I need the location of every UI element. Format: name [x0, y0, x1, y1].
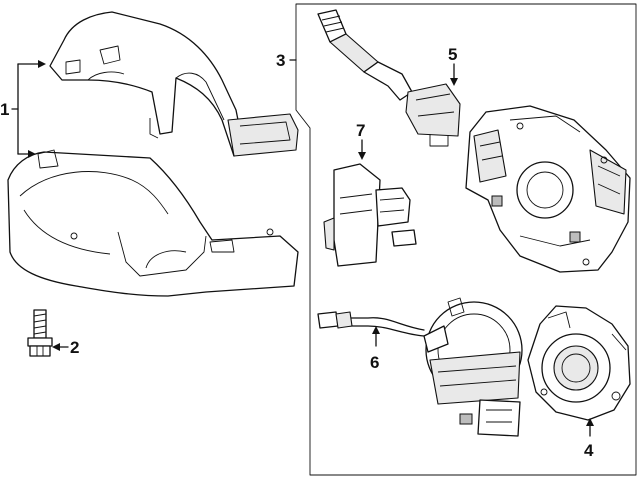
- callout-5-leader: [450, 63, 458, 86]
- callout-6-label: 6: [370, 353, 379, 372]
- callout-4-leader: [586, 418, 594, 437]
- callout-5-label: 5: [448, 45, 457, 64]
- flange-bolt: [27, 309, 53, 357]
- callout-3-label: 3: [276, 51, 285, 70]
- callout-6-leader: [372, 326, 380, 347]
- clockspring: [317, 297, 523, 437]
- callout-4-label: 4: [584, 441, 594, 460]
- lower-column-cover: [7, 149, 299, 297]
- immobilizer-ring: [527, 305, 631, 421]
- callout-2-leader: [52, 343, 69, 351]
- callout-1-leader: [11, 60, 46, 158]
- callout-7-leader: [358, 139, 366, 160]
- callout-2-label: 2: [70, 338, 79, 357]
- upper-column-cover: [49, 11, 299, 157]
- assembly-frame: [295, 3, 637, 476]
- ignition-module: [323, 163, 417, 267]
- combination-switch-lever: [317, 9, 461, 147]
- callout-7-label: 7: [356, 121, 365, 140]
- switch-housing: [465, 105, 631, 273]
- callout-1-label: 1: [0, 100, 9, 119]
